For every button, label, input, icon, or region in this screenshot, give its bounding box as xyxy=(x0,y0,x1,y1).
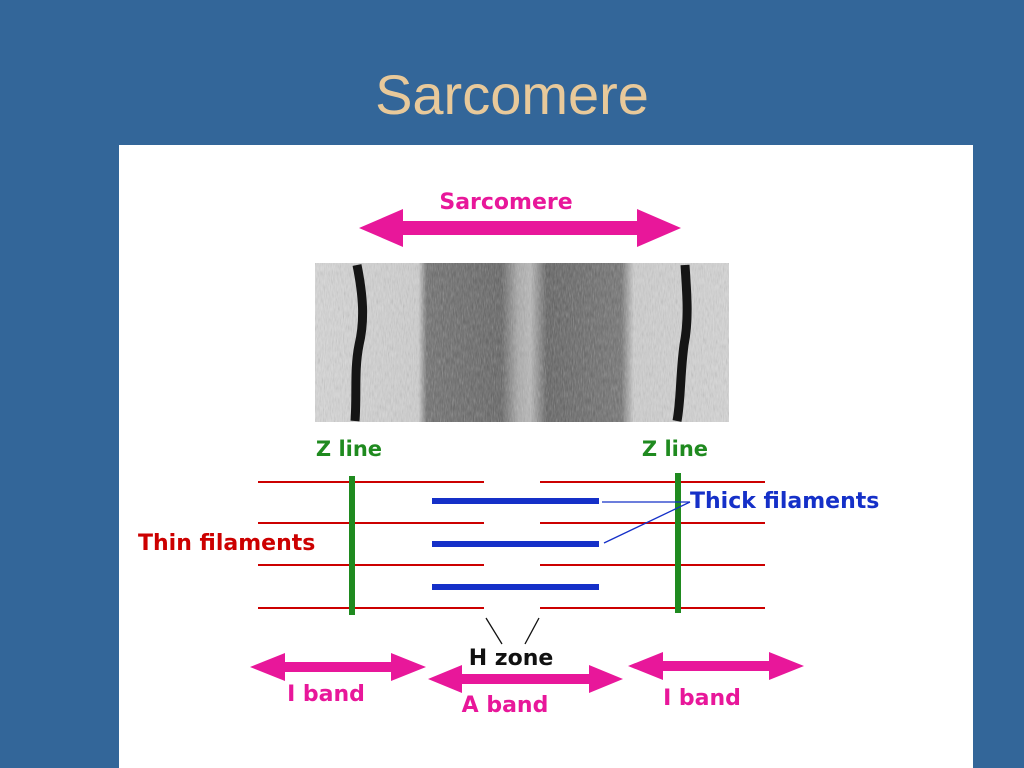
thick-filaments-label: Thick filaments xyxy=(690,489,879,514)
h-zone-pointer xyxy=(485,617,540,645)
a-band-label: A band xyxy=(462,693,549,718)
i-band-left-label: I band xyxy=(287,682,365,707)
thin-filaments-label: Thin filaments xyxy=(138,531,315,556)
slide-title: Sarcomere xyxy=(375,63,649,126)
h-zone-label: H zone xyxy=(469,646,554,671)
sarcomere-micrograph xyxy=(315,263,729,422)
thin-filaments xyxy=(258,481,765,609)
i-band-right-label: I band xyxy=(663,686,741,711)
thick-filaments-pointer xyxy=(602,501,691,544)
a-band-arrow xyxy=(428,665,623,693)
i-band-left-arrow xyxy=(250,653,426,681)
i-band-right-arrow xyxy=(628,652,804,680)
z-line-right-label: Z line xyxy=(642,437,708,461)
z-lines xyxy=(349,473,681,615)
diagram-panel: Sarcomere Z line Z line Thick filaments xyxy=(119,145,973,768)
z-line-left-label: Z line xyxy=(316,437,382,461)
sarcomere-diagram: Sarcomere Z line Z line Thick filaments xyxy=(138,190,879,718)
thick-filaments xyxy=(432,498,599,590)
sarcomere-label: Sarcomere xyxy=(439,190,572,215)
sarcomere-arrow xyxy=(359,209,681,247)
